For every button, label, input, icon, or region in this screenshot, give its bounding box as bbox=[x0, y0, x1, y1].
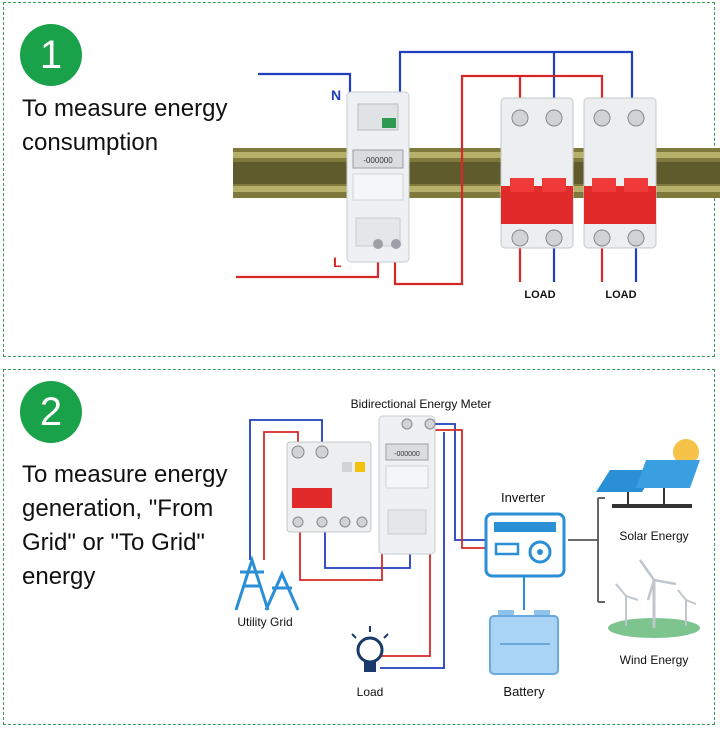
step-2-badge: 2 bbox=[20, 381, 82, 443]
meter-display: -000000 bbox=[363, 156, 393, 165]
wires bbox=[236, 50, 638, 286]
consumption-description-line-2: consumption bbox=[22, 129, 159, 156]
consumption-wiring-diagram: N L -000000 LOAD LOAD bbox=[233, 50, 720, 301]
generation-description: To measure energy generation, "From Grid… bbox=[22, 458, 227, 594]
load-label-b: LOAD bbox=[605, 289, 636, 301]
wind-energy-label: Wind Energy bbox=[620, 653, 689, 667]
bidirectional-meter-title: Bidirectional Energy Meter bbox=[351, 397, 492, 411]
bidirectional-energy-meter: -000000 bbox=[378, 415, 436, 555]
inverter-label: Inverter bbox=[501, 490, 546, 505]
solar-panel-icon bbox=[596, 439, 700, 508]
generation-panel bbox=[3, 369, 715, 725]
wind-turbine-icon bbox=[608, 559, 700, 638]
consumption-description: To measure energy consumption bbox=[22, 92, 227, 160]
neutral-label: N bbox=[331, 87, 341, 103]
generation-description-line-3: Grid" or "To Grid" bbox=[22, 529, 205, 556]
battery-icon bbox=[489, 610, 559, 675]
inverter-icon: Inverter bbox=[484, 490, 566, 578]
light-bulb-icon bbox=[351, 626, 389, 672]
rcbo-breaker bbox=[286, 441, 372, 533]
load-label-a: LOAD bbox=[524, 289, 555, 301]
energy-meter: -000000 bbox=[346, 91, 410, 263]
circuit-breaker-a bbox=[500, 97, 574, 249]
load-label: Load bbox=[357, 685, 384, 699]
utility-grid-label: Utility Grid bbox=[237, 615, 292, 629]
bidirectional-meter-display: -000000 bbox=[394, 451, 420, 458]
circuit-breaker-b bbox=[583, 97, 657, 249]
solar-energy-label: Solar Energy bbox=[619, 529, 688, 543]
step-1-badge: 1 bbox=[20, 24, 82, 86]
live-label: L bbox=[333, 254, 342, 270]
utility-grid-icon bbox=[234, 555, 300, 611]
generation-description-line-1: To measure energy bbox=[22, 461, 228, 488]
generation-description-line-2: generation, "From bbox=[22, 495, 214, 522]
consumption-description-line-1: To measure energy bbox=[22, 95, 228, 122]
battery-label: Battery bbox=[503, 684, 545, 699]
generation-description-line-4: energy bbox=[22, 563, 96, 590]
